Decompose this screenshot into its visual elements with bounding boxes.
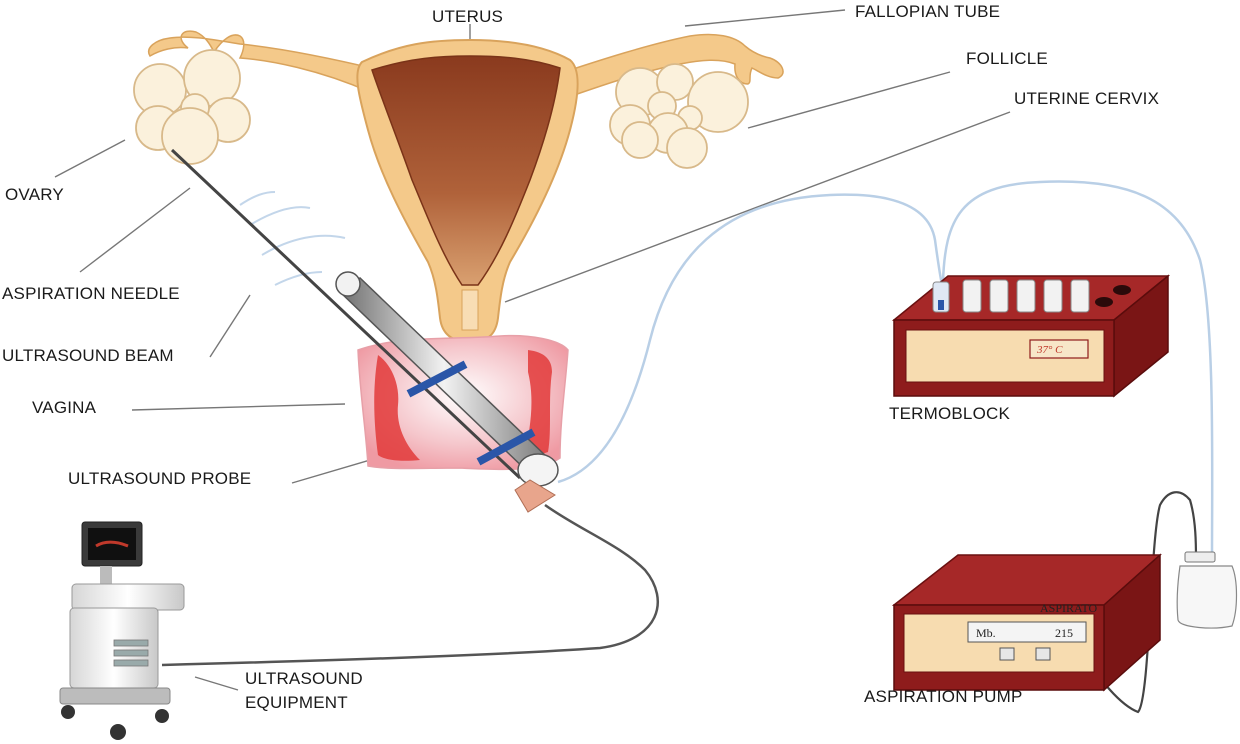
cervix-canal xyxy=(461,289,479,331)
pump-brand: ASPIRATO xyxy=(1040,601,1097,615)
label-ultrasound-beam: ULTRASOUND BEAM xyxy=(2,346,174,365)
fallopian-tube-right xyxy=(554,33,784,101)
label-ultrasound-equipment-line2: EQUIPMENT xyxy=(245,693,348,712)
probe-clamp-lower xyxy=(476,428,536,466)
vacuum-tube-blue xyxy=(941,180,1214,559)
collection-jar xyxy=(1176,551,1238,629)
vagina-wall-left xyxy=(374,355,420,461)
needle-guide-tip xyxy=(514,479,556,513)
label-aspiration-needle: ASPIRATION NEEDLE xyxy=(2,284,180,303)
termoblock-temperature: 37° C xyxy=(1036,344,1063,356)
leader-follicle xyxy=(747,71,951,129)
label-uterine-cervix: UTERINE CERVIX xyxy=(1014,89,1160,108)
probe-cable xyxy=(161,503,660,667)
label-fallopian-tube: FALLOPIAN TUBE xyxy=(855,2,1001,21)
pump-switch-2 xyxy=(1035,647,1051,661)
aspiration-pump-device: ASPIRATO Mb. 215 xyxy=(891,553,1162,692)
leader-fallopian-tube xyxy=(684,9,846,27)
label-vagina: VAGINA xyxy=(32,398,97,417)
ultrasound-beam xyxy=(239,191,346,286)
termoblock-display xyxy=(1029,339,1089,359)
label-ultrasound-probe: ULTRASOUND PROBE xyxy=(68,469,252,488)
leader-ultrasound-equipment xyxy=(194,676,239,691)
label-ovary: OVARY xyxy=(5,185,64,204)
ultrasound-machine xyxy=(59,521,185,740)
label-termoblock: TERMOBLOCK xyxy=(889,404,1011,423)
leader-ovary xyxy=(54,139,126,178)
tubing xyxy=(161,180,1214,714)
pump-tube xyxy=(1079,491,1198,714)
ovary-right xyxy=(609,63,749,169)
aspiration-needle xyxy=(170,148,522,480)
fallopian-tube-left xyxy=(148,30,382,93)
ultrasound-probe xyxy=(335,271,559,513)
ovary-left xyxy=(133,49,251,165)
pump-display xyxy=(967,621,1087,643)
uterus-cavity xyxy=(371,55,561,286)
vagina-wall-right xyxy=(525,350,552,455)
label-aspiration-pump: ASPIRATION PUMP xyxy=(864,687,1023,706)
uterus-illustration xyxy=(148,30,784,344)
leader-vagina xyxy=(131,403,346,411)
leader-ultrasound-beam xyxy=(209,294,251,358)
pump-display-value: 215 xyxy=(1055,626,1073,640)
label-uterus: UTERUS xyxy=(432,7,504,26)
pump-switch-1 xyxy=(999,647,1015,661)
leader-aspiration-needle xyxy=(79,187,191,273)
pump-display-unit: Mb. xyxy=(976,626,996,640)
termoblock-device: 37° C xyxy=(891,274,1171,398)
leader-uterine-cervix xyxy=(504,111,1011,303)
termoblock-tubes xyxy=(932,279,1090,313)
probe-clamp-upper xyxy=(406,360,468,398)
label-ultrasound-equipment-line1: ULTRASOUND xyxy=(245,669,363,688)
aspiration-tube-blue xyxy=(557,193,944,484)
label-follicle: FOLLICLE xyxy=(966,49,1048,68)
